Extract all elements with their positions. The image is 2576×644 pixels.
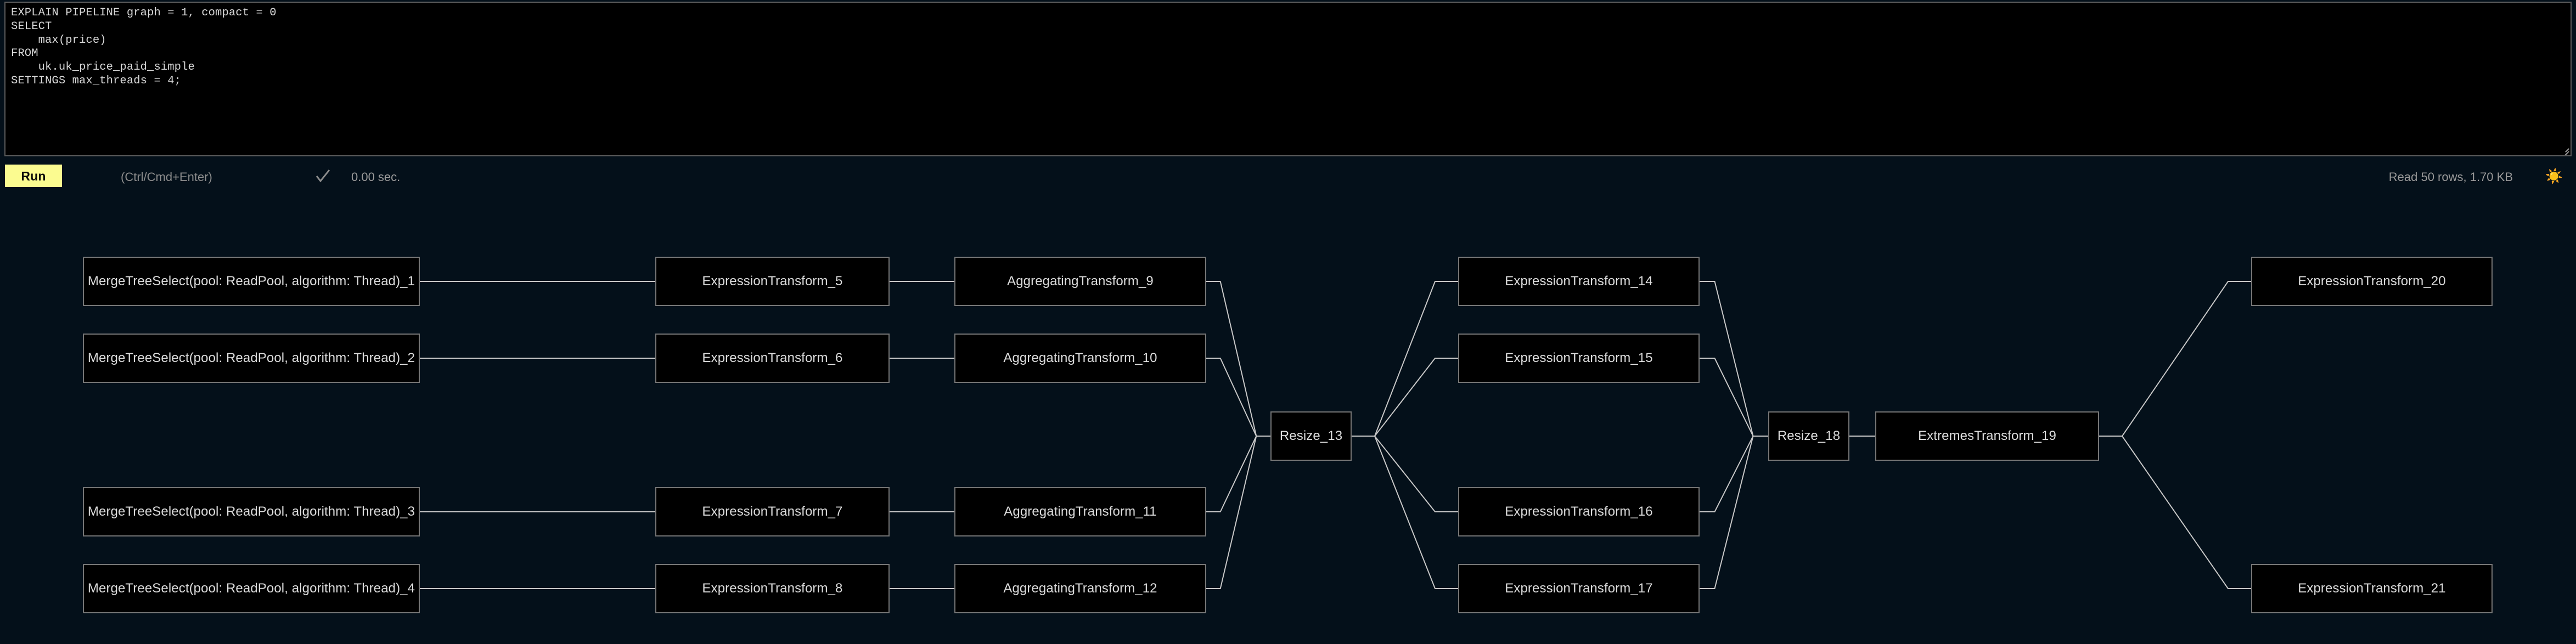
- graph-node-n13[interactable]: Resize_13: [1270, 411, 1352, 461]
- graph-node-label: MergeTreeSelect(pool: ReadPool, algorith…: [87, 581, 415, 596]
- graph-node-n17[interactable]: ExpressionTransform_17: [1458, 564, 1700, 613]
- sql-editor-text[interactable]: EXPLAIN PIPELINE graph = 1, compact = 0 …: [11, 7, 277, 87]
- graph-node-n20[interactable]: ExpressionTransform_20: [2251, 257, 2493, 306]
- read-stats-label: Read 50 rows, 1.70 KB: [2388, 170, 2513, 184]
- graph-node-label: MergeTreeSelect(pool: ReadPool, algorith…: [87, 351, 415, 365]
- graph-node-label: ExpressionTransform_20: [2298, 274, 2446, 289]
- graph-node-label: ExpressionTransform_16: [1505, 504, 1653, 519]
- graph-node-n21[interactable]: ExpressionTransform_21: [2251, 564, 2493, 613]
- graph-node-n9[interactable]: AggregatingTransform_9: [954, 257, 1206, 306]
- graph-node-n12[interactable]: AggregatingTransform_12: [954, 564, 1206, 613]
- graph-node-label: Resize_18: [1777, 428, 1841, 443]
- graph-node-n2[interactable]: MergeTreeSelect(pool: ReadPool, algorith…: [83, 334, 420, 383]
- graph-node-label: ExpressionTransform_8: [702, 581, 843, 596]
- graph-node-label: ExpressionTransform_5: [702, 274, 843, 289]
- graph-node-label: ExpressionTransform_17: [1505, 581, 1653, 596]
- graph-node-n15[interactable]: ExpressionTransform_15: [1458, 334, 1700, 383]
- graph-edge-n12-n13: [1206, 436, 1270, 589]
- graph-node-label: ExpressionTransform_6: [702, 351, 843, 365]
- shortcut-hint-label: (Ctrl/Cmd+Enter): [121, 170, 212, 184]
- graph-node-n18[interactable]: Resize_18: [1768, 411, 1849, 461]
- graph-node-n4[interactable]: MergeTreeSelect(pool: ReadPool, algorith…: [83, 564, 420, 613]
- graph-node-label: AggregatingTransform_11: [1004, 504, 1157, 519]
- graph-node-n6[interactable]: ExpressionTransform_6: [655, 334, 890, 383]
- graph-node-label: ExtremesTransform_19: [1918, 428, 2056, 443]
- graph-node-label: ExpressionTransform_14: [1505, 274, 1653, 289]
- graph-node-label: AggregatingTransform_9: [1007, 274, 1154, 289]
- graph-node-n11[interactable]: AggregatingTransform_11: [954, 487, 1206, 536]
- editor-resize-grip[interactable]: [2559, 144, 2569, 155]
- elapsed-time-label: 0.00 sec.: [351, 170, 401, 184]
- graph-node-n19[interactable]: ExtremesTransform_19: [1875, 411, 2099, 461]
- graph-node-label: ExpressionTransform_7: [702, 504, 843, 519]
- graph-edge-n17-n18: [1700, 436, 1768, 589]
- pipeline-graph-edges: [420, 281, 2251, 589]
- graph-edge-n15-n18: [1700, 358, 1768, 437]
- graph-edge-n10-n13: [1206, 358, 1270, 437]
- graph-node-n7[interactable]: ExpressionTransform_7: [655, 487, 890, 536]
- graph-node-label: ExpressionTransform_21: [2298, 581, 2446, 596]
- graph-edge-n13-n15: [1352, 358, 1458, 437]
- graph-node-label: MergeTreeSelect(pool: ReadPool, algorith…: [87, 504, 415, 519]
- run-button[interactable]: Run: [5, 165, 62, 187]
- graph-edge-n19-n20: [2099, 281, 2251, 437]
- sql-editor[interactable]: EXPLAIN PIPELINE graph = 1, compact = 0 …: [4, 2, 2572, 156]
- graph-node-n3[interactable]: MergeTreeSelect(pool: ReadPool, algorith…: [83, 487, 420, 536]
- graph-node-n8[interactable]: ExpressionTransform_8: [655, 564, 890, 613]
- graph-edge-n11-n13: [1206, 436, 1270, 512]
- graph-edge-n16-n18: [1700, 436, 1768, 512]
- pipeline-graph: MergeTreeSelect(pool: ReadPool, algorith…: [0, 195, 2576, 644]
- graph-node-n1[interactable]: MergeTreeSelect(pool: ReadPool, algorith…: [83, 257, 420, 306]
- graph-edge-n13-n17: [1352, 436, 1458, 589]
- graph-node-n10[interactable]: AggregatingTransform_10: [954, 334, 1206, 383]
- graph-node-label: AggregatingTransform_10: [1003, 351, 1157, 365]
- graph-edge-n13-n16: [1352, 436, 1458, 512]
- graph-node-label: Resize_13: [1279, 428, 1343, 443]
- sun-icon[interactable]: ☀️: [2545, 168, 2563, 184]
- query-toolbar: Run (Ctrl/Cmd+Enter) 0.00 sec. Read 50 r…: [0, 160, 2576, 191]
- graph-node-n14[interactable]: ExpressionTransform_14: [1458, 257, 1700, 306]
- graph-node-label: MergeTreeSelect(pool: ReadPool, algorith…: [87, 274, 415, 289]
- graph-node-n16[interactable]: ExpressionTransform_16: [1458, 487, 1700, 536]
- graph-node-label: ExpressionTransform_15: [1505, 351, 1653, 365]
- success-check-icon: [314, 168, 331, 184]
- graph-node-n5[interactable]: ExpressionTransform_5: [655, 257, 890, 306]
- graph-node-label: AggregatingTransform_12: [1003, 581, 1157, 596]
- graph-edge-n19-n21: [2099, 436, 2251, 589]
